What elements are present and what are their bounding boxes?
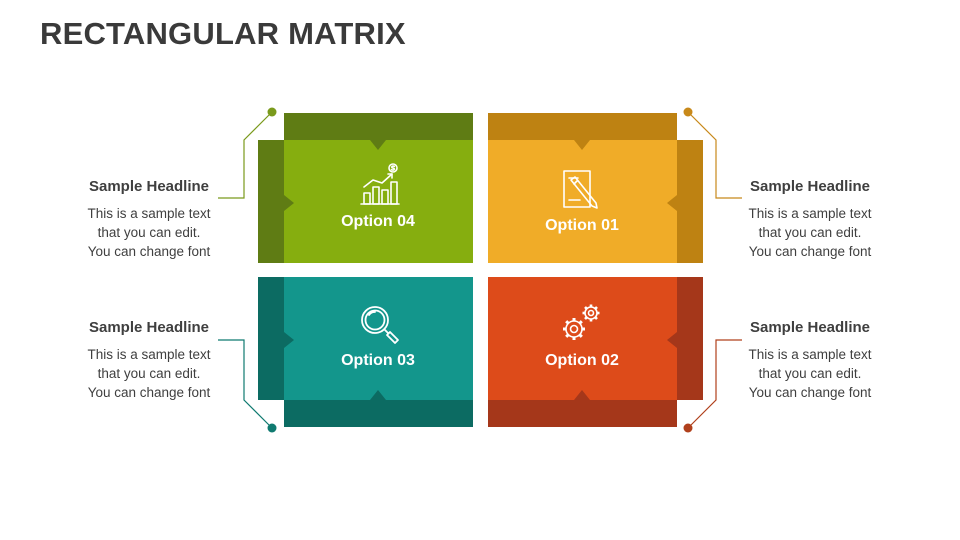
teal-tile (284, 277, 473, 400)
orange-notch-top (574, 140, 590, 150)
block-top-left: Option 04 (258, 113, 473, 263)
red-notch-bottom (574, 390, 590, 400)
side-body-line: that you can edit. (97, 225, 201, 240)
tile-label-option-01: Option 01 (545, 217, 619, 234)
side-headline: Sample Headline (749, 319, 871, 336)
red-band-right (677, 277, 703, 400)
growth-chart-dollar-icon (358, 163, 402, 207)
side-body: This is a sample text that you can edit.… (735, 204, 885, 261)
orange-notch-right (667, 195, 677, 211)
side-body-line: You can change font (748, 385, 872, 400)
connector-dot-top-right (683, 107, 693, 117)
connector-bottom-right (687, 339, 742, 429)
side-text-top-left: Sample Headline This is a sample text th… (74, 178, 224, 261)
document-pencil-icon (560, 167, 604, 211)
side-body-line: You can change font (87, 244, 211, 259)
side-body-line: that you can edit. (97, 366, 201, 381)
side-body-line: that you can edit. (758, 366, 862, 381)
connector-top-left (218, 111, 273, 199)
red-notch-right (667, 332, 677, 348)
tile-label-option-02: Option 02 (545, 352, 619, 369)
teal-band-left (258, 277, 284, 400)
side-body-line: You can change font (87, 385, 211, 400)
side-body-line: This is a sample text (748, 347, 872, 362)
block-bottom-right: Option 02 (488, 277, 703, 427)
side-headline: Sample Headline (749, 178, 871, 195)
connector-dot-top-left (267, 107, 277, 117)
side-body: This is a sample text that you can edit.… (74, 204, 224, 261)
block-top-right: Option 01 (488, 113, 703, 263)
orange-band-right (677, 140, 703, 263)
tile-label-option-04: Option 04 (341, 213, 415, 230)
connector-bottom-left (218, 339, 273, 429)
tile-label-option-03: Option 03 (341, 352, 415, 369)
side-body-line: This is a sample text (87, 347, 211, 362)
side-text-bottom-right: Sample Headline This is a sample text th… (735, 319, 885, 402)
side-body-line: This is a sample text (87, 206, 211, 221)
gears-icon (560, 301, 604, 345)
teal-notch-left (284, 332, 294, 348)
side-body: This is a sample text that you can edit.… (735, 345, 885, 402)
magnifier-icon (358, 303, 402, 347)
connector-dot-bottom-left (267, 423, 277, 433)
side-body-line: You can change font (748, 244, 872, 259)
connector-top-right (687, 111, 742, 199)
red-tile (488, 277, 677, 400)
orange-band-top (488, 113, 677, 140)
side-headline: Sample Headline (88, 178, 210, 195)
green-band-left (258, 140, 284, 263)
page-title: RECTANGULAR MATRIX (40, 16, 406, 51)
side-headline: Sample Headline (88, 319, 210, 336)
side-body-line: that you can edit. (758, 225, 862, 240)
block-bottom-left: Option 03 (258, 277, 473, 427)
green-notch-left (284, 195, 294, 211)
green-notch-top (370, 140, 386, 150)
side-body-line: This is a sample text (748, 206, 872, 221)
teal-notch-bottom (370, 390, 386, 400)
orange-tile (488, 140, 677, 263)
connector-dot-bottom-right (683, 423, 693, 433)
side-text-bottom-left: Sample Headline This is a sample text th… (74, 319, 224, 402)
teal-band-bottom (284, 400, 473, 427)
side-body: This is a sample text that you can edit.… (74, 345, 224, 402)
side-text-top-right: Sample Headline This is a sample text th… (735, 178, 885, 261)
green-band-top (284, 113, 473, 140)
red-band-bottom (488, 400, 677, 427)
